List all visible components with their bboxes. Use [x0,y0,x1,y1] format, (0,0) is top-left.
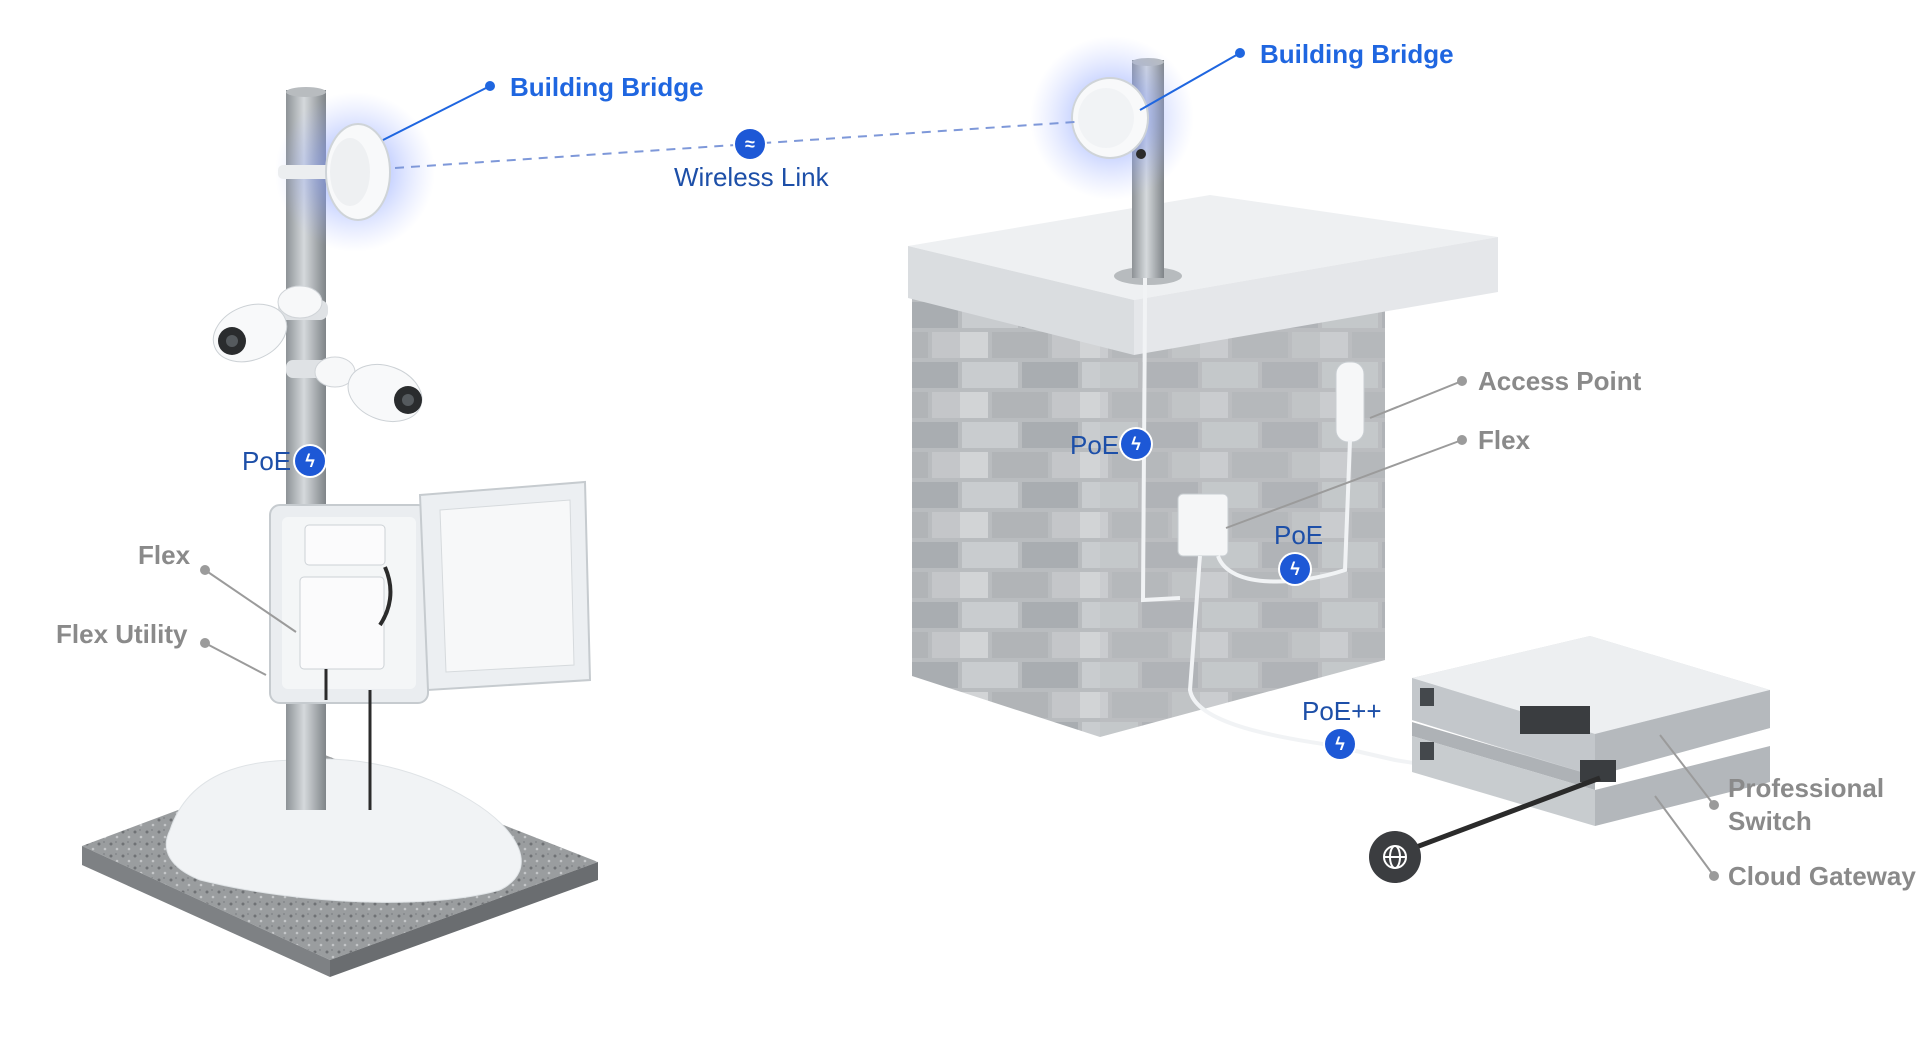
poe-wall-label: PoE [1070,430,1120,460]
professional-switch-label-line2: Switch [1728,806,1812,836]
right-building-scene [908,36,1770,858]
building-bridge-right-label: Building Bridge [1260,39,1454,69]
poe-plus-label: PoE++ [1302,696,1382,726]
flex-switch-wall [1177,493,1229,557]
lightning-icon: ϟ [1280,554,1310,584]
globe-icon [1369,831,1421,883]
flex-utility-enclosure [269,480,592,810]
snow-mound [165,758,522,903]
brick-wall-front [912,282,1100,737]
left-pole-scene [82,87,598,977]
brick-wall-side [1100,300,1385,737]
camera-upper [212,285,328,363]
cloud-gateway-label: Cloud Gateway [1728,861,1916,891]
poe-left-label: PoE [242,446,292,476]
concrete-slab-top [908,195,1498,300]
switch-stack [1412,636,1770,826]
flex-right-label: Flex [1478,425,1531,455]
professional-switch-label-line1: Professional [1728,773,1885,803]
access-point-device [1335,361,1365,443]
flex-left-label: Flex [138,540,191,570]
poe-flex-label: PoE [1274,520,1324,550]
wifi-icon: ≈ [735,129,765,159]
lightning-icon: ϟ [1325,729,1355,759]
lightning-icon: ϟ [1121,429,1151,459]
lightning-icon: ϟ [295,446,325,476]
camera-lower [286,356,423,423]
building-bridge-left-label: Building Bridge [510,72,704,102]
flex-utility-label: Flex Utility [56,619,188,649]
wireless-link-label: Wireless Link [674,162,829,192]
access-point-label: Access Point [1478,366,1642,396]
